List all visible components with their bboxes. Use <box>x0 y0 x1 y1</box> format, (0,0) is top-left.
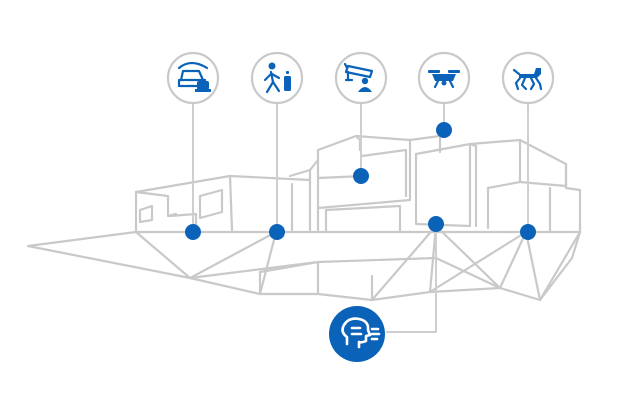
security-camera-person-icon <box>334 51 388 105</box>
robot-dog-icon <box>501 51 555 105</box>
node-camera <box>353 168 369 184</box>
person-with-phone-icon <box>250 51 304 105</box>
node-robot <box>520 224 536 240</box>
connector-lines <box>192 100 529 333</box>
node-drone <box>436 122 452 138</box>
sensor-nodes <box>185 122 536 240</box>
building-wireframe <box>26 134 582 302</box>
node-gateway <box>428 216 444 232</box>
ai-voice-hub-icon <box>329 306 385 362</box>
node-vehicle <box>185 224 201 240</box>
drone-icon <box>417 51 471 105</box>
node-person <box>269 224 285 240</box>
vehicle-with-alarm-icon <box>166 51 220 105</box>
